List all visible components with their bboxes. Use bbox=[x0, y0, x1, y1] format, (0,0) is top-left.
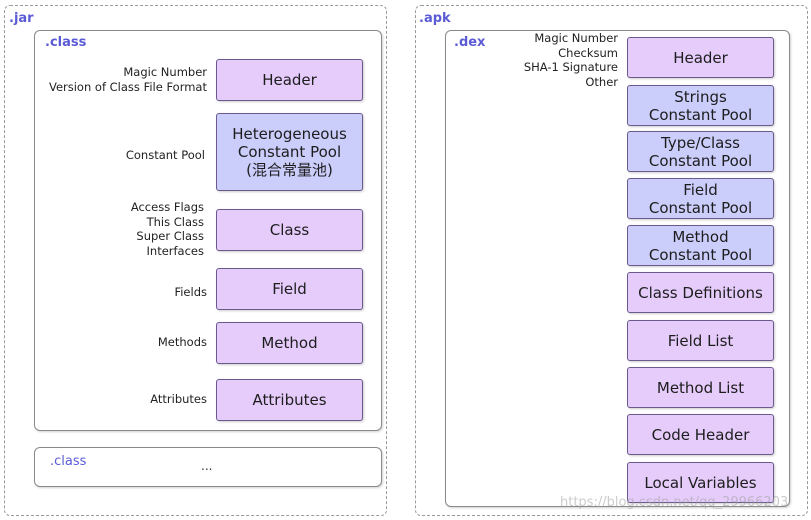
label-dex-magic-number: Magic Number bbox=[534, 31, 618, 45]
jar-row-labels-constant-pool: Constant Pool bbox=[126, 148, 205, 163]
label-methods: Methods bbox=[157, 335, 207, 349]
class-label: .class bbox=[45, 35, 87, 50]
jar-row-labels-methods: Methods bbox=[158, 335, 207, 350]
second-class-container bbox=[34, 447, 382, 487]
dex-header-box: Header bbox=[627, 37, 774, 78]
ellipsis: ... bbox=[201, 459, 213, 473]
dex-label: .dex bbox=[454, 35, 486, 50]
jar-header-box: Header bbox=[216, 59, 363, 101]
jar-field-box: Field bbox=[216, 268, 363, 310]
label-checksum: Checksum bbox=[558, 45, 618, 60]
jar-class-box: Class bbox=[216, 209, 363, 251]
label-sha1-signature: SHA-1 Signature bbox=[523, 60, 618, 74]
method-list-box: Method List bbox=[627, 367, 774, 408]
field-constant-pool-box: Field Constant Pool bbox=[627, 178, 774, 219]
label-this-class: This Class bbox=[146, 214, 204, 229]
jar-row-labels-class: Access Flags This Class Super Class Inte… bbox=[131, 200, 204, 258]
jar-attributes-box: Attributes bbox=[216, 379, 363, 421]
label-fields: Fields bbox=[174, 285, 207, 299]
watermark: https://blog.csdn.net/qq_29966203 bbox=[560, 495, 789, 510]
class-definitions-box: Class Definitions bbox=[627, 272, 774, 313]
label-access-flags: Access Flags bbox=[130, 200, 204, 214]
code-header-box: Code Header bbox=[627, 414, 774, 455]
dex-header-labels: Magic Number Checksum SHA-1 Signature Ot… bbox=[524, 31, 618, 89]
jar-row-labels-header: Magic Number Version of Class File Forma… bbox=[49, 65, 207, 94]
jar-method-box: Method bbox=[216, 322, 363, 364]
method-constant-pool-box: Method Constant Pool bbox=[627, 225, 774, 266]
second-class-label: .class bbox=[50, 454, 87, 469]
label-super-class: Super Class bbox=[136, 229, 204, 243]
label-interfaces: Interfaces bbox=[146, 243, 204, 258]
local-variables-box: Local Variables bbox=[627, 462, 774, 503]
jar-row-labels-attributes: Attributes bbox=[150, 392, 207, 407]
heterogeneous-constant-pool-box: Heterogeneous Constant Pool (混合常量池) bbox=[216, 113, 363, 191]
label-other: Other bbox=[585, 74, 618, 89]
apk-label: .apk bbox=[419, 11, 451, 26]
label-constant-pool: Constant Pool bbox=[125, 148, 205, 162]
label-version: Version of Class File Format bbox=[48, 79, 207, 94]
label-attributes: Attributes bbox=[150, 392, 207, 406]
type-class-constant-pool-box: Type/Class Constant Pool bbox=[627, 131, 774, 172]
strings-constant-pool-box: Strings Constant Pool bbox=[627, 85, 774, 126]
jar-label: .jar bbox=[9, 11, 34, 26]
field-list-box: Field List bbox=[627, 320, 774, 361]
label-magic-number: Magic Number bbox=[123, 65, 207, 79]
jar-row-labels-fields: Fields bbox=[174, 285, 207, 300]
